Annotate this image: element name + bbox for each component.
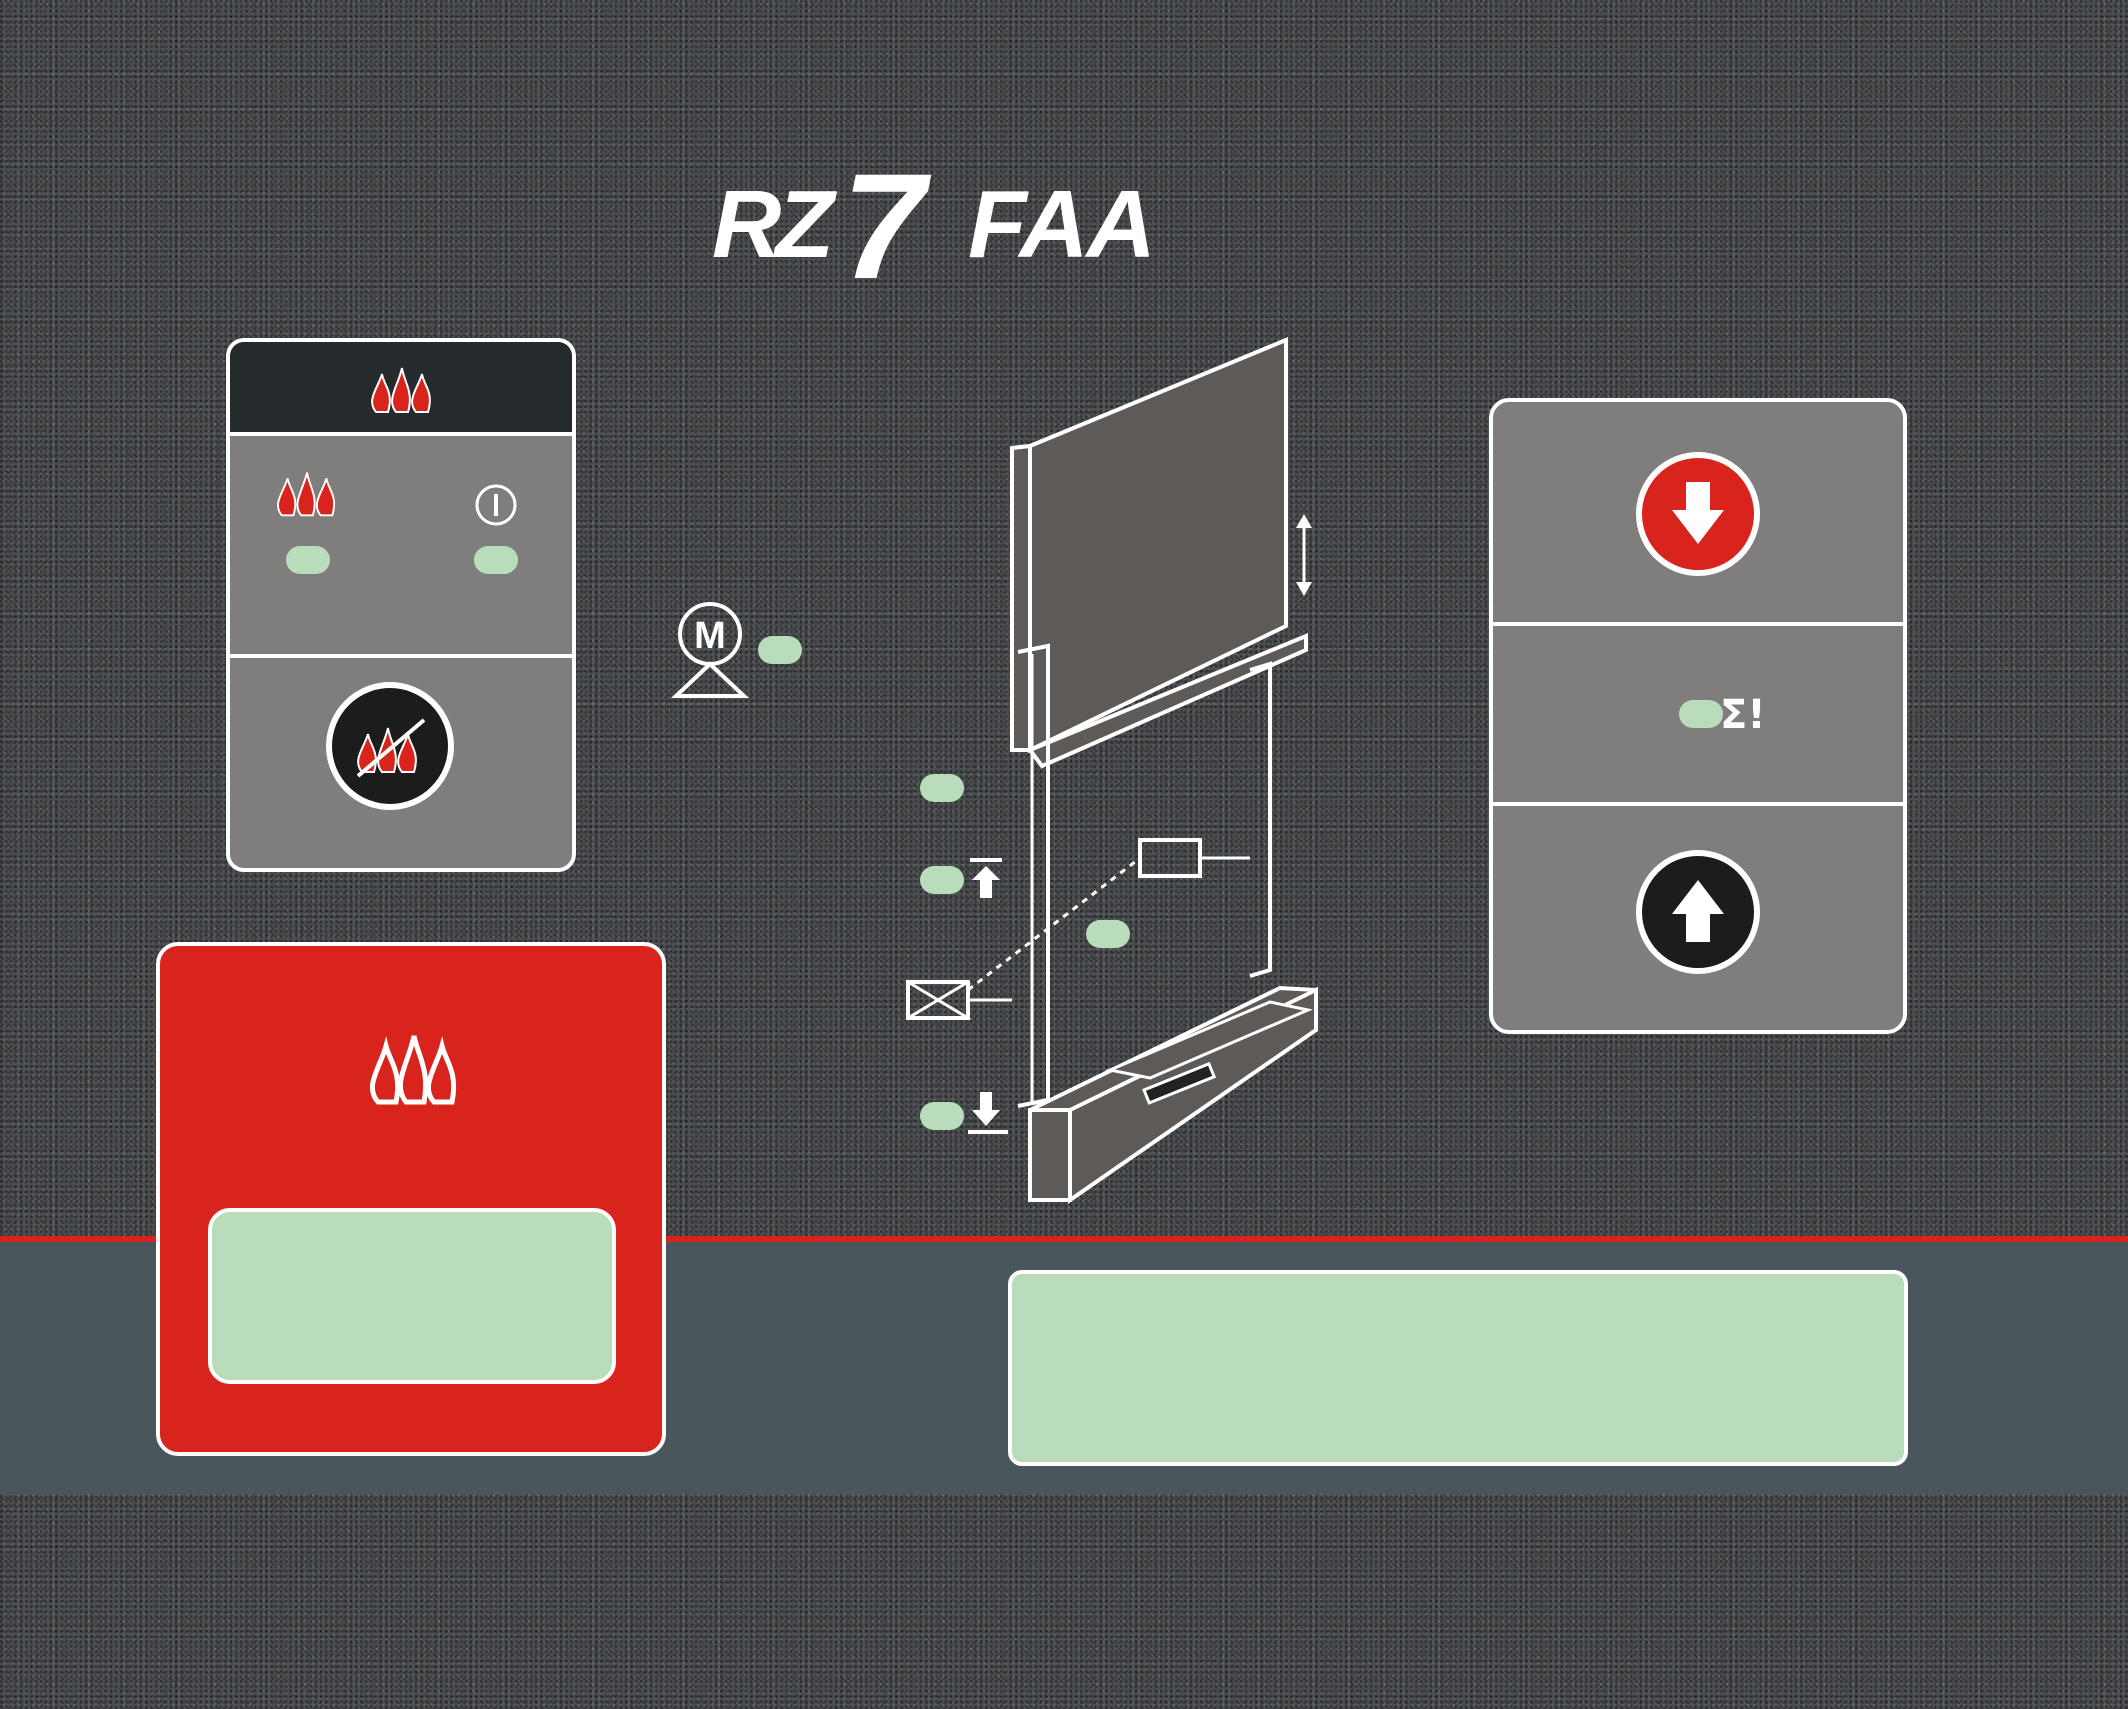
fault-led: [1679, 700, 1723, 728]
logo-seven: 7: [842, 142, 926, 310]
open-limit-led: [920, 866, 964, 894]
power-icon: [475, 484, 517, 526]
fire-icon: [371, 367, 431, 413]
logo-faa: FAA: [968, 171, 1156, 278]
power-status-led: [474, 546, 518, 574]
motor-icon: M: [670, 602, 750, 698]
closed-limit-led: [920, 1102, 964, 1130]
motor-label: M: [694, 615, 726, 657]
open-button[interactable]: [1636, 850, 1760, 974]
brand-logo: RZ 7 FAA: [700, 140, 1200, 310]
arrow-up-icon: [1672, 880, 1724, 942]
alarm-panel-header: [230, 342, 572, 436]
sensor-led: [1086, 920, 1130, 948]
control-panel-divider: [1493, 622, 1903, 626]
fire-alarm-box: [156, 942, 666, 1456]
label-display-window: [1008, 1270, 1908, 1466]
alarm-reset-button[interactable]: [326, 682, 454, 810]
fire-off-icon: [356, 718, 426, 778]
arrow-down-icon: [1672, 482, 1724, 544]
fire-door-diagram: [906, 337, 1318, 1204]
alarm-panel: [226, 338, 576, 872]
fire-icon: [370, 1035, 457, 1105]
door-control-panel: Σ!: [1489, 398, 1907, 1034]
alarm-panel-divider: [230, 654, 572, 658]
logo-rz: RZ: [712, 171, 834, 278]
red-accent-line: [0, 1236, 2128, 1242]
motor-status-led: [758, 636, 802, 664]
position-led: [920, 774, 964, 802]
fire-icon: [277, 472, 336, 517]
alarm-display-window: [208, 1208, 616, 1384]
close-button[interactable]: [1636, 452, 1760, 576]
fault-symbol: Σ!: [1720, 692, 1766, 738]
alarm-status-led: [286, 546, 330, 574]
open-limit-icon: [970, 858, 1002, 898]
closed-limit-icon: [968, 1092, 1008, 1134]
control-panel-divider: [1493, 802, 1903, 806]
